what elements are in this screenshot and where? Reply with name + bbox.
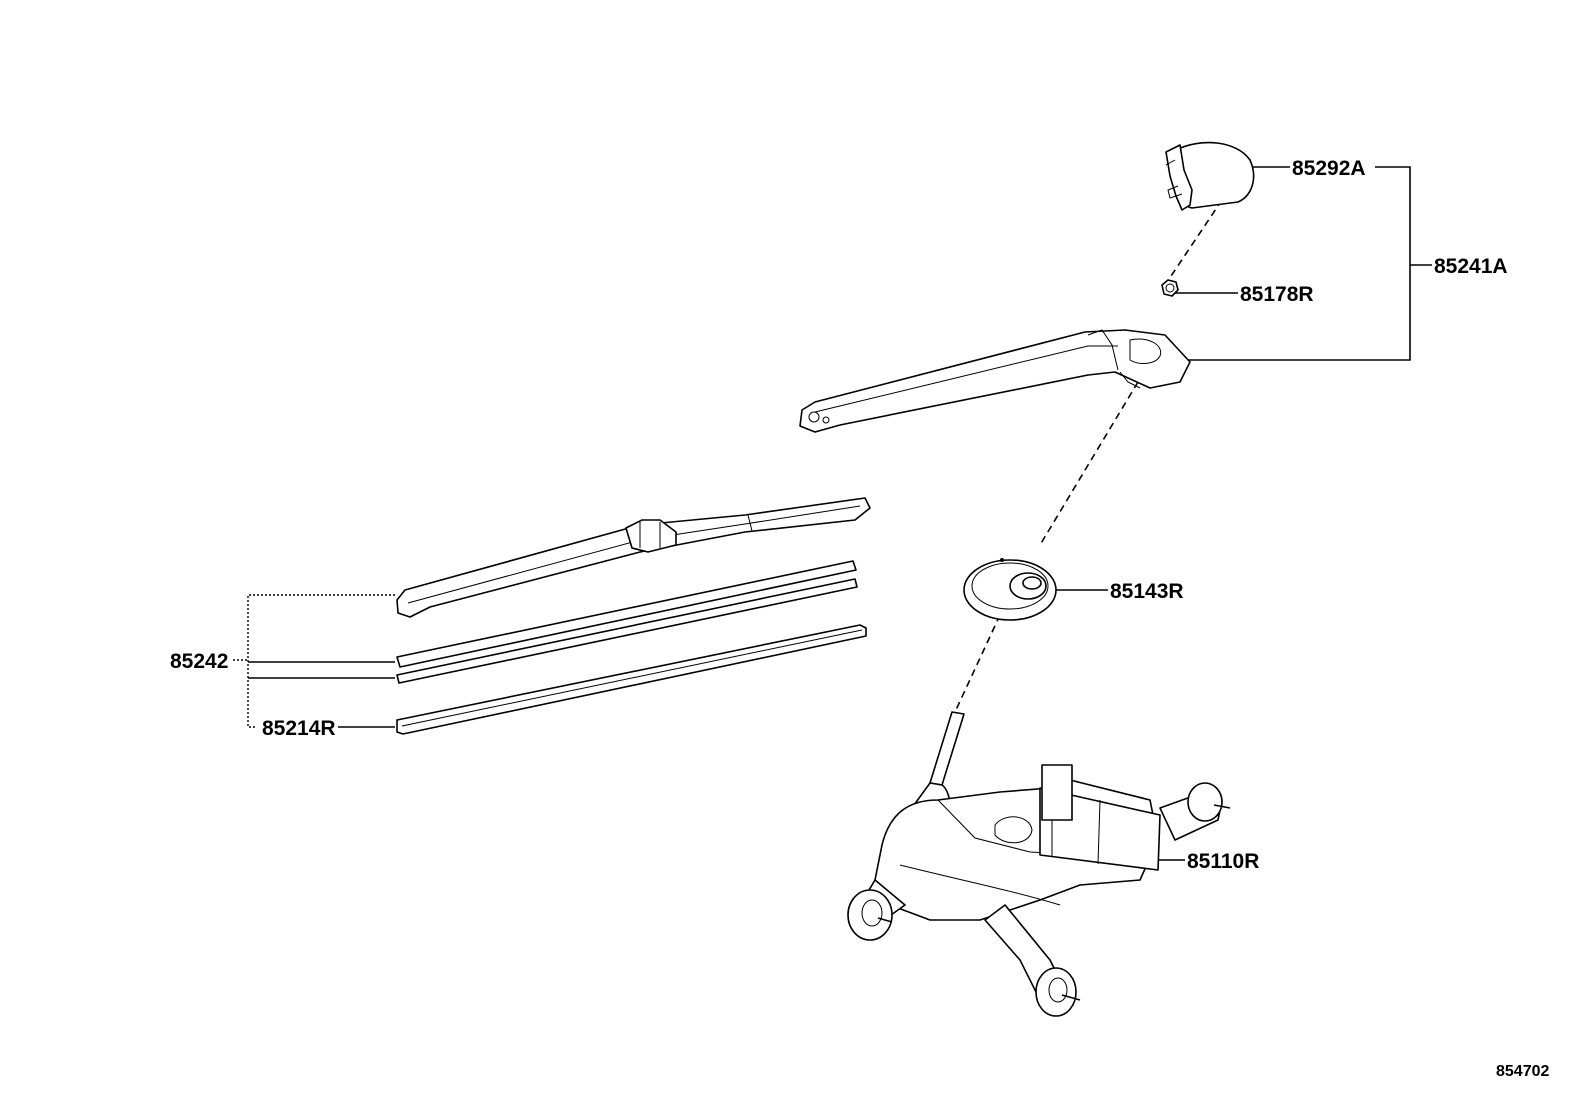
label-85242: 85242 bbox=[170, 650, 228, 673]
label-85110R: 85110R bbox=[1187, 850, 1259, 873]
part-labels: 85292A 85241A 85178R 85143R 85242 85214R… bbox=[170, 157, 1549, 1080]
wiper-arm bbox=[799, 329, 1191, 433]
diagram-reference-number: 854702 bbox=[1496, 1063, 1549, 1080]
wiper-arm-cap bbox=[1165, 141, 1255, 211]
wiper-blade bbox=[396, 497, 871, 618]
label-85241A: 85241A bbox=[1434, 255, 1508, 278]
pivot-cover bbox=[963, 558, 1057, 621]
wiper-arm-nut bbox=[1161, 279, 1179, 297]
label-85292A: 85292A bbox=[1292, 157, 1366, 180]
blade-rubber-strips bbox=[396, 560, 867, 735]
wiper-motor bbox=[847, 711, 1231, 1017]
label-85214R: 85214R bbox=[262, 717, 336, 740]
label-85178R: 85178R bbox=[1240, 283, 1314, 306]
label-85143R: 85143R bbox=[1110, 580, 1184, 603]
